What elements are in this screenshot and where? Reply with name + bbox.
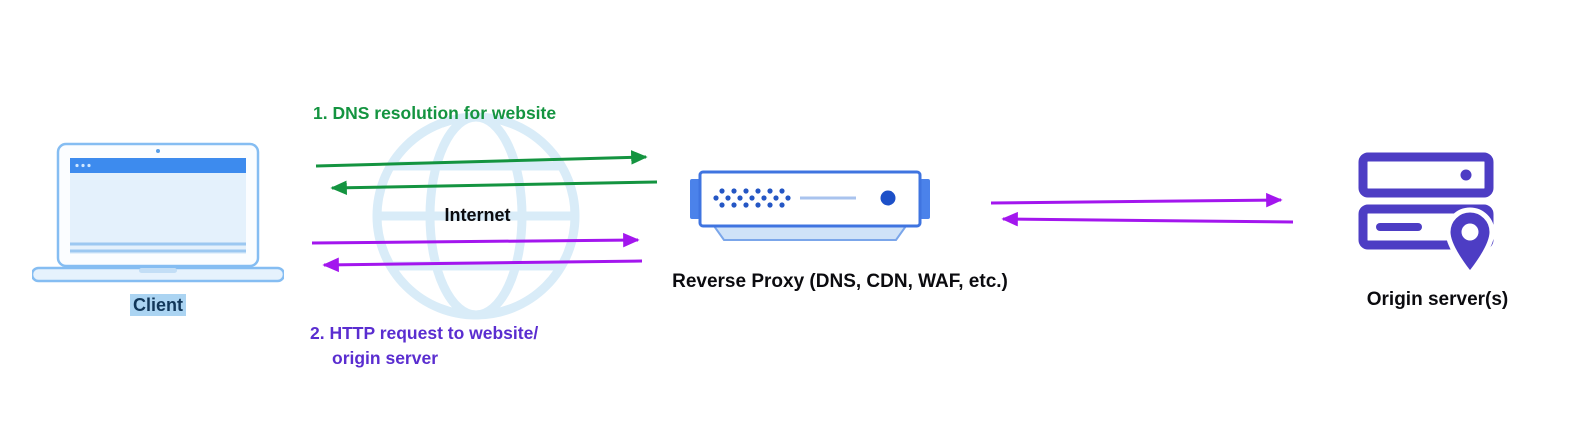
- internet-label: Internet: [444, 205, 511, 225]
- proxy-left-cap: [690, 179, 700, 219]
- http-flow-label-line2: origin server: [332, 348, 439, 368]
- laptop-camera-dot: [156, 149, 160, 153]
- arrow-dns-response: [330, 180, 658, 195]
- origin-server-top: [1358, 152, 1494, 198]
- arrow-origin-to-proxy: [1001, 211, 1294, 227]
- reverse-proxy-label: Reverse Proxy (DNS, CDN, WAF, etc.): [672, 271, 1008, 292]
- location-pin-icon: [1445, 207, 1495, 278]
- http-flow-label: 2. HTTP request to website/ origin serve…: [310, 321, 538, 371]
- arrow-http-request: [311, 232, 640, 248]
- proxy-right-cap: [920, 179, 930, 219]
- origin-server-dot: [1460, 169, 1472, 181]
- origin-server-label: Origin server(s): [1366, 289, 1509, 310]
- proxy-server-icon: [690, 170, 930, 241]
- laptop-notch: [139, 268, 177, 273]
- location-pin-hole: [1461, 223, 1479, 241]
- arrow-http-response: [322, 257, 643, 273]
- globe-icon: [372, 112, 580, 320]
- laptop-icon: [32, 142, 284, 283]
- http-flow-label-line1: 2. HTTP request to website/: [310, 323, 539, 343]
- client-label-wrap: Client: [32, 294, 284, 316]
- client-label: Client: [129, 294, 186, 316]
- arrow-proxy-to-origin: [990, 192, 1283, 208]
- origin-server-stack-icon: [1358, 152, 1495, 278]
- proxy-indicator-dot: [880, 190, 896, 206]
- proxy-dot-grid: [713, 188, 791, 208]
- dns-flow-label: 1. DNS resolution for website: [313, 103, 557, 123]
- browser-content: [70, 173, 246, 254]
- browser-bar: [70, 158, 246, 173]
- arrow-dns-request: [315, 150, 648, 168]
- proxy-base-tray: [712, 225, 908, 241]
